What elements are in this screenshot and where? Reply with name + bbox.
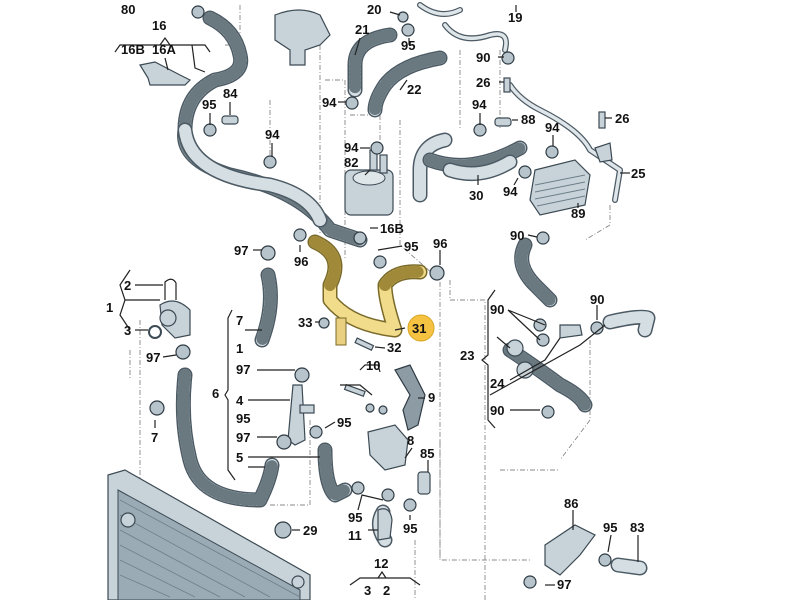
label-96: 96 <box>433 236 447 251</box>
label-97: 97 <box>236 430 250 445</box>
label-94: 94 <box>344 140 359 155</box>
pipes <box>417 2 623 203</box>
leader-lines <box>114 5 639 586</box>
label-7: 7 <box>151 430 158 445</box>
label-95: 95 <box>404 239 418 254</box>
label-21: 21 <box>355 22 369 37</box>
label-12: 12 <box>374 556 388 571</box>
parts <box>139 9 613 576</box>
label-2: 2 <box>124 278 131 293</box>
label-1: 1 <box>106 300 113 315</box>
label-95: 95 <box>403 521 417 536</box>
label-94: 94 <box>265 127 280 142</box>
label-2: 2 <box>383 583 390 598</box>
label-23: 23 <box>460 348 474 363</box>
label-80: 80 <box>121 2 135 17</box>
label-6: 6 <box>212 386 219 401</box>
label-32: 32 <box>387 340 401 355</box>
label-95: 95 <box>236 411 250 426</box>
highlighted-hose-31 <box>307 234 428 346</box>
hoses <box>175 10 656 576</box>
label-95: 95 <box>202 97 216 112</box>
label-97: 97 <box>234 243 248 258</box>
label-3: 3 <box>364 583 371 598</box>
label-22: 22 <box>407 82 421 97</box>
label-95: 95 <box>337 415 351 430</box>
label-7: 7 <box>236 313 243 328</box>
label-90: 90 <box>490 403 504 418</box>
label-16a: 16A <box>152 42 176 57</box>
label-97: 97 <box>146 350 160 365</box>
label-94: 94 <box>545 120 560 135</box>
label-29: 29 <box>303 523 317 538</box>
label-30: 30 <box>469 188 483 203</box>
radiator <box>107 469 311 600</box>
label-89: 89 <box>571 206 585 221</box>
label-26: 26 <box>476 75 490 90</box>
label-95: 95 <box>348 510 362 525</box>
label-85: 85 <box>420 446 434 461</box>
label-94: 94 <box>472 97 487 112</box>
label-83: 83 <box>630 520 644 535</box>
label-94: 94 <box>503 184 518 199</box>
label-19: 19 <box>508 10 522 25</box>
label-88: 88 <box>521 112 535 127</box>
label-5: 5 <box>236 450 243 465</box>
label-84: 84 <box>223 86 238 101</box>
label-90: 90 <box>476 50 490 65</box>
label-20: 20 <box>367 2 381 17</box>
label-4: 4 <box>236 393 244 408</box>
label-9: 9 <box>428 390 435 405</box>
label-16b: 16B <box>380 221 404 236</box>
label-26: 26 <box>615 111 629 126</box>
label-10: 10 <box>366 358 380 373</box>
label-1: 1 <box>236 341 243 356</box>
label-86: 86 <box>564 496 578 511</box>
label-25: 25 <box>631 166 645 181</box>
label-11: 11 <box>348 528 362 543</box>
label-90: 90 <box>590 292 604 307</box>
part-labels: 80 16 16B 16A 20 19 21 95 90 26 22 94 95… <box>106 2 645 598</box>
label-95: 95 <box>603 520 617 535</box>
label-97: 97 <box>557 577 571 592</box>
label-96: 96 <box>294 254 308 269</box>
label-31: 31 <box>412 321 426 336</box>
clamps <box>149 5 612 589</box>
label-16b: 16B <box>121 42 145 57</box>
label-90: 90 <box>490 302 504 317</box>
label-3: 3 <box>124 323 131 338</box>
label-33: 33 <box>298 315 312 330</box>
label-95: 95 <box>401 38 415 53</box>
label-16: 16 <box>152 18 166 33</box>
label-24: 24 <box>490 376 505 391</box>
label-82: 82 <box>344 155 358 170</box>
label-94: 94 <box>322 95 337 110</box>
label-97: 97 <box>236 362 250 377</box>
highlight-badge-31: 31 <box>407 314 435 342</box>
label-90: 90 <box>510 228 524 243</box>
label-8: 8 <box>407 433 414 448</box>
